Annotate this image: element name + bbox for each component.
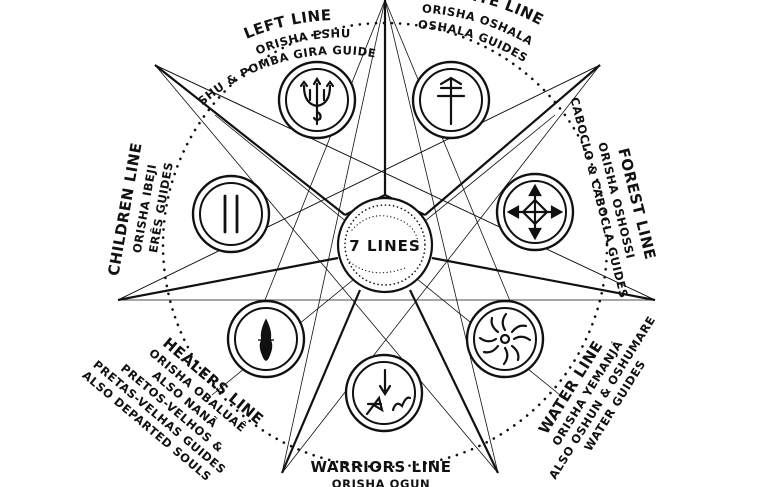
warriors-line-label: WARRIORS LINE ORISHA OGUN bbox=[311, 458, 452, 487]
waves-sun-icon bbox=[478, 312, 532, 366]
sword-icon bbox=[365, 368, 412, 416]
twin-bars-icon bbox=[223, 194, 239, 234]
white-line-emblem bbox=[411, 60, 491, 140]
flame-icon bbox=[258, 318, 274, 361]
cross-icon bbox=[436, 76, 466, 126]
left-line-emblem bbox=[277, 60, 357, 140]
warriors-line-emblem bbox=[344, 353, 424, 433]
trident-icon bbox=[299, 76, 335, 126]
warriors-line-orisha: ORISHA OGUN bbox=[332, 477, 431, 487]
children-line-emblem bbox=[191, 174, 271, 254]
forest-line-label: FOREST LINE ORISHA OSHOSSI CABOCLO & CAB… bbox=[567, 96, 659, 300]
forest-line-emblem bbox=[495, 172, 575, 252]
white-line-label: WHITE LINE ORISHA OSHALA OSHALA GUIDES bbox=[417, 0, 546, 65]
water-line-emblem bbox=[465, 299, 545, 379]
children-line-label: CHILDREN LINE ORISHA IBEJI ERÊS GUIDES bbox=[104, 141, 175, 277]
healers-line-emblem bbox=[226, 299, 306, 379]
compass-arrows-icon bbox=[506, 183, 564, 241]
center-label: 7 LINES bbox=[349, 237, 420, 255]
warriors-line-title: WARRIORS LINE bbox=[311, 458, 452, 476]
center-hub: 7 LINES bbox=[336, 196, 434, 294]
